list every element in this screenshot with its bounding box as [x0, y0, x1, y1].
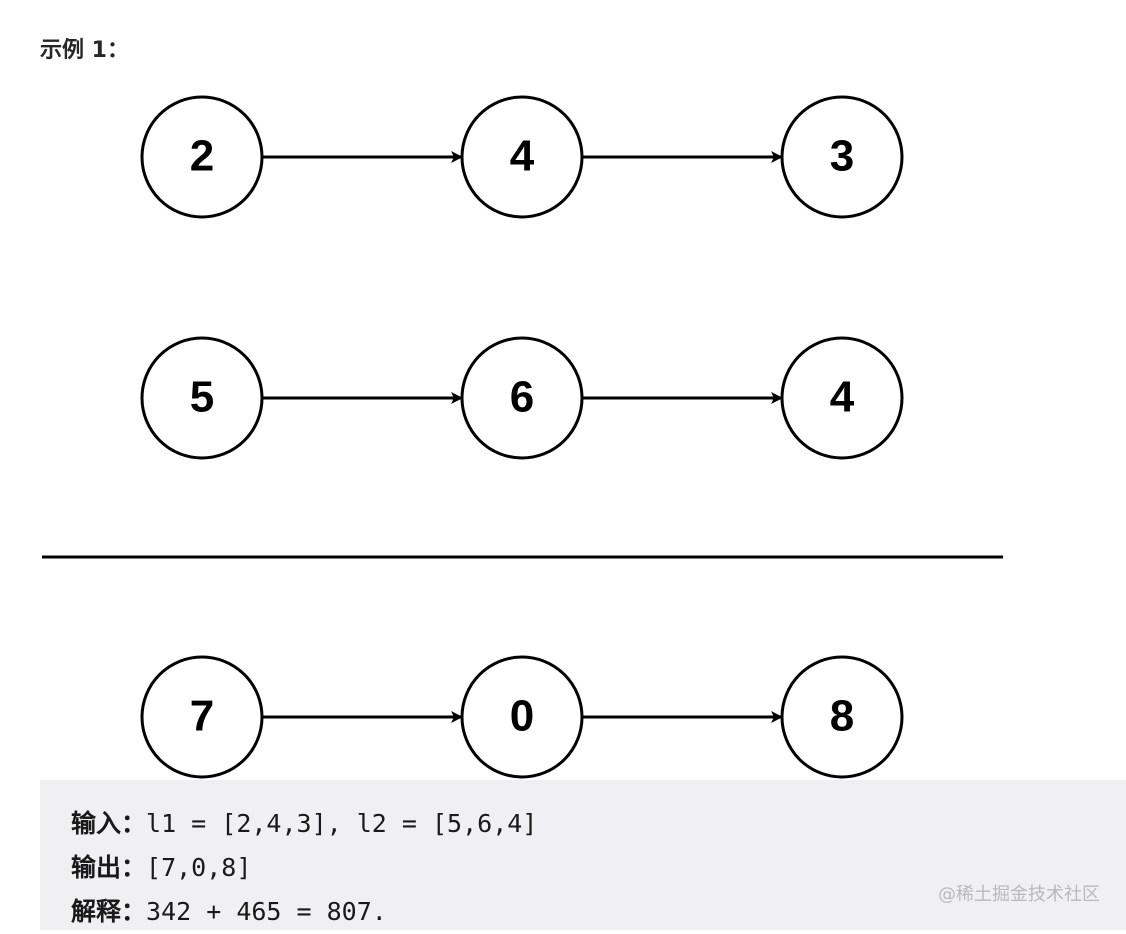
- output-line: 输出：[7,0,8]: [71, 846, 1126, 890]
- explanation-label: 解释：: [71, 897, 147, 926]
- list-node-l1-2: [780, 95, 904, 219]
- node-value-l1-2: 3: [830, 132, 854, 181]
- output-value: [7,0,8]: [146, 853, 252, 882]
- output-label: 输出：: [71, 853, 147, 882]
- node-value-result-0: 7: [190, 692, 214, 741]
- input-line: 输入：l1 = [2,4,3], l2 = [5,6,4]: [71, 802, 1126, 846]
- input-value: l1 = [2,4,3], l2 = [5,6,4]: [146, 809, 538, 838]
- node-value-l2-2: 4: [830, 373, 855, 422]
- node-value-l2-0: 5: [190, 373, 214, 422]
- watermark: @稀土掘金技术社区: [938, 884, 1100, 905]
- node-value-result-2: 8: [830, 692, 854, 741]
- node-value-l1-1: 4: [510, 132, 535, 181]
- node-value-l1-0: 2: [190, 132, 214, 181]
- explanation-line: 解释：342 + 465 = 807.: [71, 890, 1126, 934]
- linked-list-diagram: 2 4 3 5 6 4 7 0 8: [42, 95, 1003, 779]
- node-value-result-1: 0: [510, 692, 534, 741]
- list-node-l2-2: [780, 336, 904, 460]
- example-code-block: 输入：l1 = [2,4,3], l2 = [5,6,4] 输出：[7,0,8]…: [40, 780, 1126, 930]
- list-node-result-2: [780, 655, 904, 779]
- node-value-l2-1: 6: [510, 373, 534, 422]
- example-title: 示例 1：: [40, 38, 129, 63]
- input-label: 输入：: [71, 809, 147, 838]
- explanation-value: 342 + 465 = 807.: [146, 897, 387, 926]
